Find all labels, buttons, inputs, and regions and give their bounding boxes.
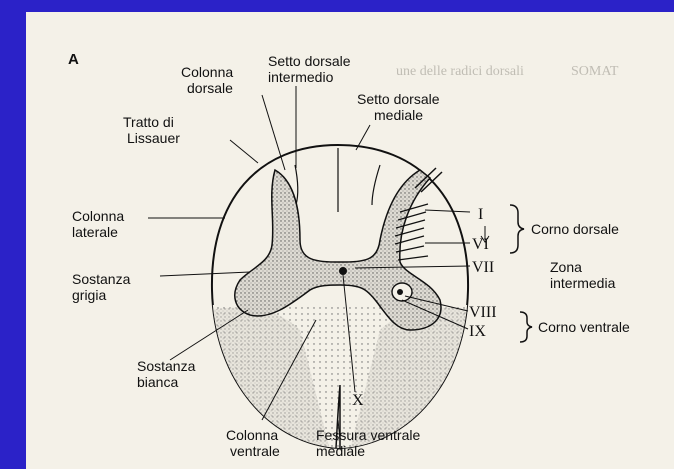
lamina-vii: VII	[472, 259, 494, 276]
label-zona-intermedia-1: Zona	[550, 259, 582, 275]
label-colonna-ventrale-2: ventrale	[230, 443, 280, 459]
label-tratto-lissauer-2: Lissauer	[127, 130, 180, 146]
label-fessura-ventrale-2: mediale	[316, 443, 365, 459]
label-zona-intermedia-2: intermedia	[550, 275, 616, 291]
label-sostanza-grigia-1: Sostanza	[72, 271, 131, 287]
label-colonna-dorsale-2: dorsale	[187, 80, 233, 96]
central-canal	[339, 267, 347, 275]
label-colonna-laterale-1: Colonna	[72, 208, 124, 224]
lamina-ix: IX	[469, 323, 486, 340]
panel-label: A	[68, 51, 79, 68]
label-corno-dorsale: Corno dorsale	[531, 221, 619, 237]
label-colonna-dorsale-1: Colonna	[181, 64, 233, 80]
label-setto-dorsale-mediale-2: mediale	[374, 107, 423, 123]
label-tratto-lissauer-1: Tratto di	[123, 114, 174, 130]
lamina-viii: VIII	[469, 304, 497, 321]
label-sostanza-bianca-2: bianca	[137, 374, 178, 390]
lamina-i: I	[478, 206, 483, 223]
label-setto-dorsale-intermedio-2: intermedio	[268, 69, 334, 85]
label-colonna-ventrale-1: Colonna	[226, 427, 278, 443]
label-sostanza-bianca-1: Sostanza	[137, 358, 196, 374]
label-setto-dorsale-mediale-1: Setto dorsale	[357, 91, 440, 107]
label-corno-ventrale: Corno ventrale	[538, 319, 630, 335]
corno-ventrale-brace	[520, 312, 532, 342]
corno-dorsale-brace	[510, 205, 524, 253]
label-colonna-laterale-2: laterale	[72, 224, 118, 240]
lamina-x: X	[352, 392, 364, 409]
label-fessura-ventrale-1: Fessura ventrale	[316, 427, 420, 443]
label-setto-dorsale-intermedio-1: Setto dorsale	[268, 53, 351, 69]
lamina-vi: VI	[472, 236, 489, 253]
label-sostanza-grigia-2: grigia	[72, 287, 106, 303]
